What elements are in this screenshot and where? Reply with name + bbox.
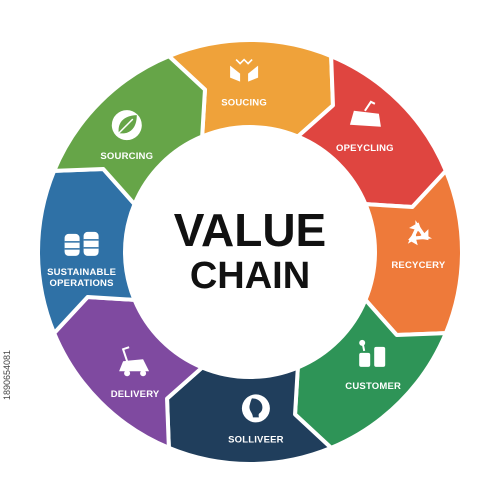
hands-icon [230, 58, 259, 82]
center-title-line1: VALUE [174, 204, 327, 256]
segment-label-1-0: OPEYCLING [336, 143, 394, 154]
delivery-cart-icon [119, 346, 150, 377]
head-icon [241, 394, 270, 423]
segment-label-7-0: SOURCING [100, 151, 153, 162]
segment-label-2-0: RECYCERY [391, 260, 445, 271]
center-circle [125, 127, 375, 377]
barrels-icon [64, 231, 99, 256]
segment-label-3-0: CUSTOMER [345, 381, 401, 392]
stock-id: 1890654081 [2, 350, 12, 400]
recycle-arrows-icon [407, 220, 433, 246]
leaf-icon [111, 110, 142, 141]
segment-label-6-0: SUSTAINABLE [47, 267, 116, 278]
cans-icon [359, 339, 386, 367]
segment-label-4-0: SOLLIVEER [228, 434, 284, 445]
segments: SOUCING OPEYCLING RECYCERY CUSTOMER SOLLIVEE… [36, 38, 464, 466]
center-title-line2: CHAIN [190, 255, 310, 297]
segment-label-6-1: OPERATIONS [50, 278, 114, 289]
segment-7: SOURCING [52, 54, 207, 207]
segment-label-0-0: SOUCING [221, 98, 267, 109]
segment-label-5-0: DELIVERY [111, 389, 160, 400]
recycle-bin-icon [349, 100, 381, 127]
